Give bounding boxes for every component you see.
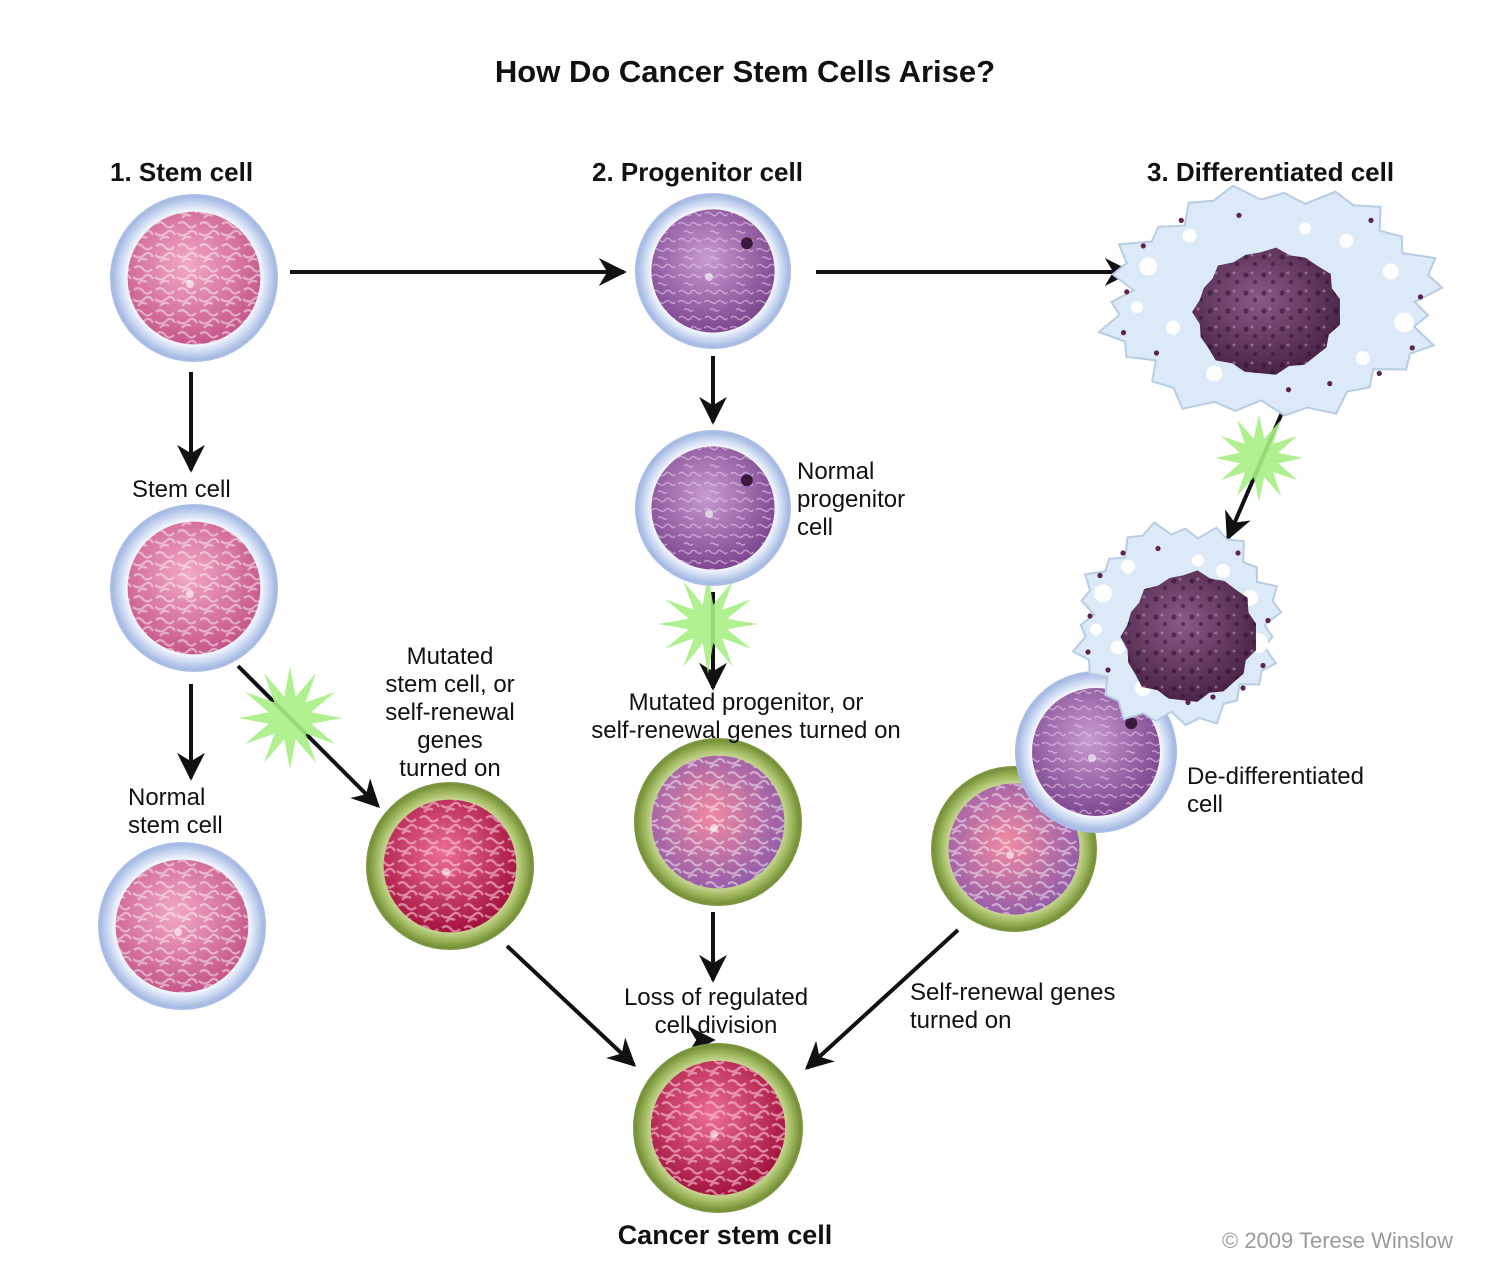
label-self-renewal-genes-turned-on: Self-renewal genes turned on: [910, 979, 1116, 1034]
cell-progenitor-top: [635, 193, 791, 349]
cell-partially-dedifferentiated: [1071, 521, 1283, 727]
page-title: How Do Cancer Stem Cells Arise?: [494, 54, 996, 89]
mutation-burst-progenitor: [658, 574, 758, 674]
label-de-differentiated-cell: De-differentiated cell: [1187, 763, 1364, 818]
column-heading-progenitor: 2. Progenitor cell: [592, 157, 803, 187]
cell-stem-top: [110, 194, 278, 362]
mutation-burst-stem: [238, 666, 342, 770]
arrow-dedifferentiated-to-cancer: [804, 928, 960, 1070]
label-normal-stem-cell: Normal stem cell: [128, 784, 223, 839]
cell-normal-stem: [98, 842, 266, 1010]
arrow-stem-to-mutated-stem: [236, 664, 380, 808]
label-stem-cell: Stem cell: [132, 476, 231, 503]
arrow-mutated-stem-to-cancer: [505, 944, 637, 1067]
cell-differentiated: [1096, 184, 1444, 417]
mutation-burst-differentiated: [1215, 414, 1303, 502]
cell-mutated-progenitor: [634, 738, 802, 906]
column-heading-stem: 1. Stem cell: [110, 157, 254, 187]
cell-stem-middle: [110, 504, 278, 672]
label-mutated-stem-cell: Mutated stem cell, or self-renewal genes…: [385, 643, 515, 782]
column-heading-differentiated: 3. Differentiated cell: [1147, 157, 1395, 187]
label-loss-of-regulated-division: Loss of regulated cell division: [623, 984, 809, 1039]
cell-dedifferentiated: [1015, 671, 1177, 833]
cell-mutated-stem: [366, 782, 534, 950]
label-normal-progenitor-cell: Normal progenitor cell: [797, 458, 906, 541]
label-mutated-progenitor: Mutated progenitor, or self-renewal gene…: [591, 689, 901, 744]
label-cancer-stem-cell: Cancer stem cell: [617, 1220, 833, 1250]
cell-normal-progenitor: [635, 430, 791, 586]
copyright-notice: © 2009 Terese Winslow: [1222, 1228, 1454, 1253]
cell-cancer-stem: [633, 1043, 803, 1213]
